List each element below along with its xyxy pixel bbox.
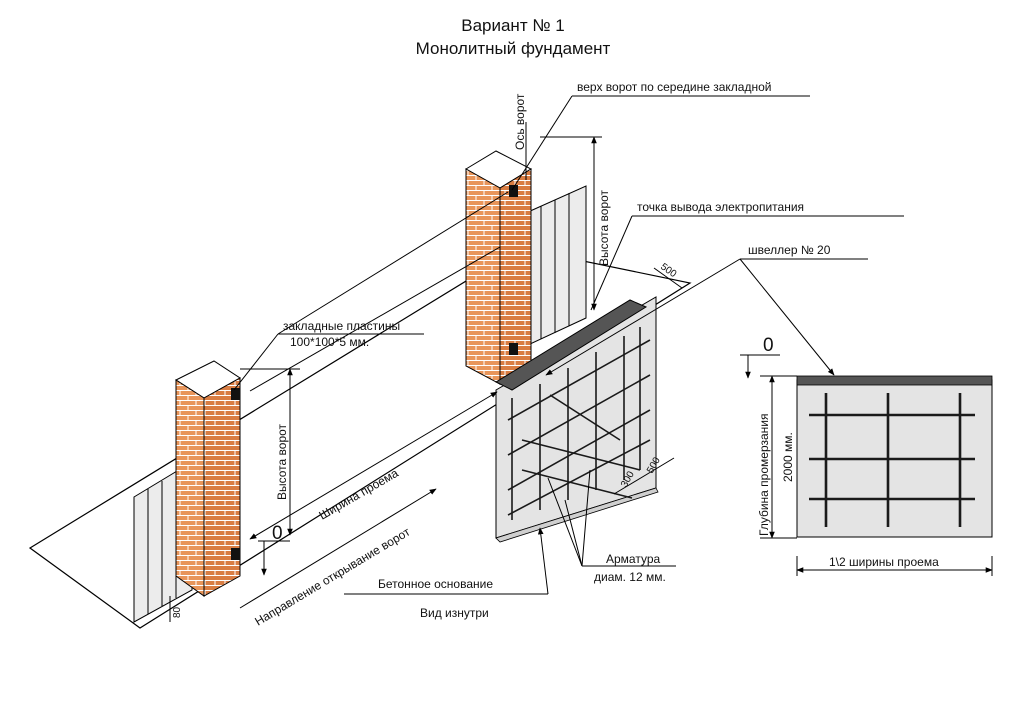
dim-depth-value: 2000 мм. bbox=[781, 432, 795, 482]
title-line-1: Вариант № 1 bbox=[461, 16, 565, 35]
dim-gate-height-right: Высота ворот bbox=[597, 189, 611, 266]
callout-concrete-base: Бетонное основание bbox=[378, 577, 493, 591]
embed-plate-lower-left bbox=[231, 548, 240, 560]
callout-plates-line-1: закладные пластины bbox=[283, 319, 400, 333]
caption-inside-view: Вид изнутри bbox=[420, 606, 489, 620]
callout-power-point: точка вывода электропитания bbox=[637, 200, 804, 214]
right-gate-panel bbox=[527, 185, 587, 346]
embed-plate-upper-right bbox=[509, 185, 518, 197]
zero-mark-right: 0 bbox=[763, 335, 774, 356]
embed-plate-upper-left bbox=[231, 388, 240, 400]
dim-gate-height-left: Высота ворот bbox=[275, 423, 289, 500]
callout-gate-top: верх ворот по середине закладной bbox=[577, 80, 771, 94]
callout-rebar-line-1: Арматура bbox=[606, 552, 661, 566]
callout-plates-line-2: 100*100*5 мм. bbox=[290, 335, 369, 349]
zero-mark-left: 0 bbox=[272, 523, 283, 544]
dim-freeze-depth: Глубина промерзания bbox=[757, 414, 771, 536]
section-channel bbox=[796, 375, 993, 386]
label-gate-axis: Ось ворот bbox=[513, 93, 527, 150]
dim-80: 80 bbox=[172, 606, 183, 618]
right-brick-pillar bbox=[465, 150, 533, 385]
channel-beam bbox=[494, 299, 648, 391]
title-line-2: Монолитный фундамент bbox=[416, 39, 611, 58]
dim-half-width: 1\2 ширины проема bbox=[829, 555, 939, 569]
embed-plate-lower-right bbox=[509, 343, 518, 355]
concrete-foundation bbox=[495, 296, 659, 543]
callout-channel: швеллер № 20 bbox=[748, 243, 831, 257]
left-brick-pillar bbox=[174, 360, 241, 597]
callout-rebar-line-2: диам. 12 мм. bbox=[594, 570, 666, 584]
foundation-section bbox=[796, 375, 993, 538]
